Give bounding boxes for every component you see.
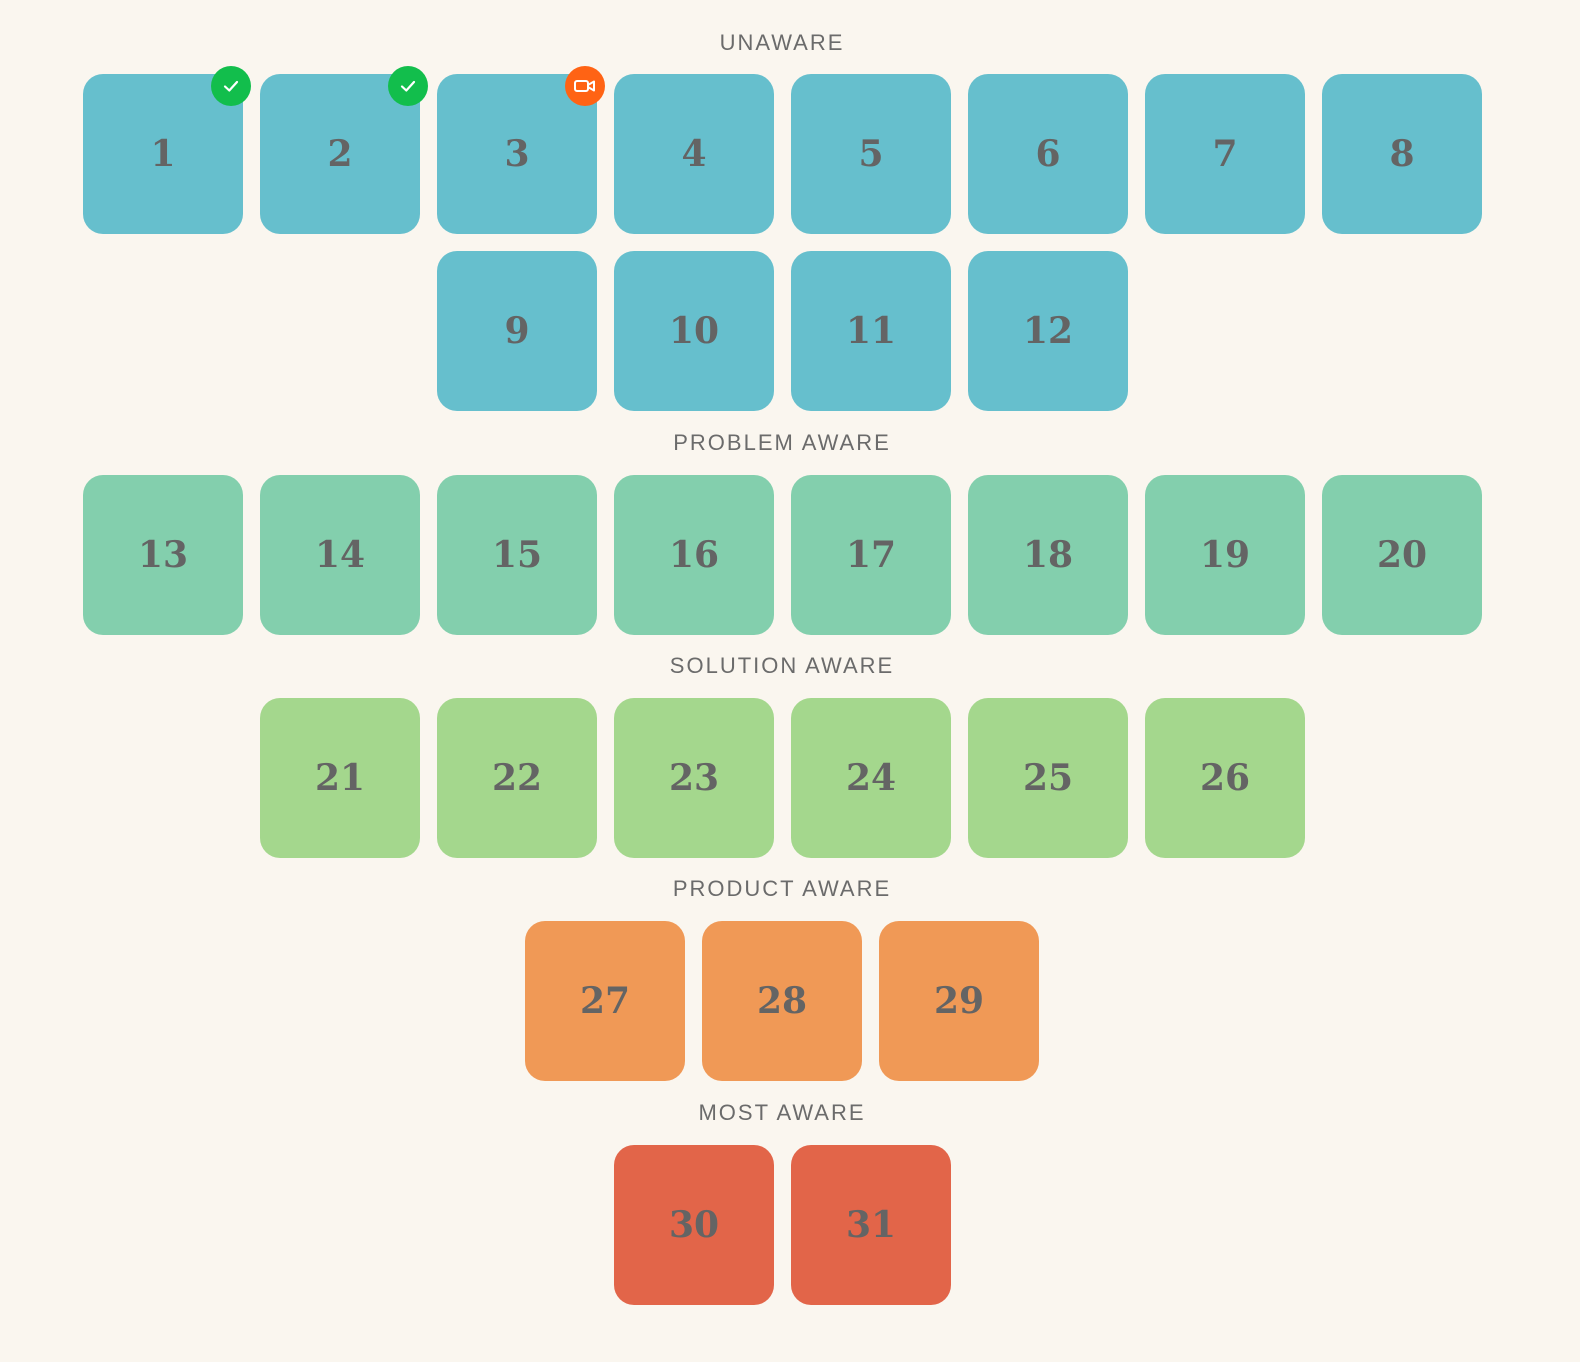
- lesson-number: 22: [491, 757, 543, 799]
- lesson-number: 13: [137, 534, 189, 576]
- lesson-tile-25[interactable]: 25: [968, 698, 1128, 858]
- lesson-tile-13[interactable]: 13: [83, 475, 243, 635]
- lesson-number: 6: [1035, 133, 1061, 175]
- lesson-number: 2: [327, 133, 353, 175]
- lesson-tile-7[interactable]: 7: [1145, 74, 1305, 234]
- lesson-number: 10: [668, 310, 720, 352]
- lesson-number: 20: [1376, 534, 1428, 576]
- lesson-tile-20[interactable]: 20: [1322, 475, 1482, 635]
- lesson-number: 28: [756, 980, 808, 1022]
- lesson-number: 30: [668, 1204, 720, 1246]
- check-icon: [211, 66, 251, 106]
- lesson-tile-21[interactable]: 21: [260, 698, 420, 858]
- lesson-number: 1: [150, 133, 176, 175]
- lesson-number: 18: [1022, 534, 1074, 576]
- lesson-number: 16: [668, 534, 720, 576]
- lesson-tile-14[interactable]: 14: [260, 475, 420, 635]
- lesson-number: 7: [1212, 133, 1238, 175]
- section-title-product-aware: PRODUCT AWARE: [672, 876, 892, 901]
- check-icon: [388, 66, 428, 106]
- lesson-number: 12: [1022, 310, 1074, 352]
- lesson-number: 25: [1022, 757, 1074, 799]
- lesson-tile-15[interactable]: 15: [437, 475, 597, 635]
- lesson-tile-12[interactable]: 12: [968, 251, 1128, 411]
- lesson-number: 9: [504, 310, 530, 352]
- lesson-number: 23: [668, 757, 720, 799]
- section-title-solution-aware: SOLUTION AWARE: [669, 653, 895, 678]
- lesson-tile-4[interactable]: 4: [614, 74, 774, 234]
- lesson-tile-23[interactable]: 23: [614, 698, 774, 858]
- lesson-number: 8: [1389, 133, 1415, 175]
- lesson-tile-2[interactable]: 2: [260, 74, 420, 234]
- lesson-tile-16[interactable]: 16: [614, 475, 774, 635]
- lesson-number: 27: [579, 980, 631, 1022]
- lesson-number: 3: [504, 133, 530, 175]
- lesson-tile-11[interactable]: 11: [791, 251, 951, 411]
- lesson-tile-30[interactable]: 30: [614, 1145, 774, 1305]
- lesson-tile-17[interactable]: 17: [791, 475, 951, 635]
- lesson-number: 17: [845, 534, 897, 576]
- lesson-tile-8[interactable]: 8: [1322, 74, 1482, 234]
- lesson-number: 14: [314, 534, 366, 576]
- section-title-most-aware: MOST AWARE: [698, 1100, 866, 1125]
- lesson-number: 24: [845, 757, 897, 799]
- lesson-tile-28[interactable]: 28: [702, 921, 862, 1081]
- lesson-number: 21: [314, 757, 366, 799]
- lesson-number: 19: [1199, 534, 1251, 576]
- lesson-tile-19[interactable]: 19: [1145, 475, 1305, 635]
- lesson-tile-3[interactable]: 3: [437, 74, 597, 234]
- lesson-tile-5[interactable]: 5: [791, 74, 951, 234]
- lesson-number: 4: [681, 133, 707, 175]
- lesson-tile-10[interactable]: 10: [614, 251, 774, 411]
- lesson-tile-29[interactable]: 29: [879, 921, 1039, 1081]
- lesson-number: 15: [491, 534, 543, 576]
- video-camera-icon: [565, 66, 605, 106]
- lesson-tile-31[interactable]: 31: [791, 1145, 951, 1305]
- section-title-unaware: UNAWARE: [719, 30, 845, 55]
- lesson-tile-18[interactable]: 18: [968, 475, 1128, 635]
- lesson-number: 31: [845, 1204, 897, 1246]
- lesson-tile-27[interactable]: 27: [525, 921, 685, 1081]
- lesson-tile-22[interactable]: 22: [437, 698, 597, 858]
- section-title-problem-aware: PROBLEM AWARE: [673, 430, 891, 455]
- lesson-tile-26[interactable]: 26: [1145, 698, 1305, 858]
- lesson-number: 26: [1199, 757, 1251, 799]
- lesson-tile-24[interactable]: 24: [791, 698, 951, 858]
- lesson-tile-6[interactable]: 6: [968, 74, 1128, 234]
- lesson-tile-1[interactable]: 1: [83, 74, 243, 234]
- lesson-tile-9[interactable]: 9: [437, 251, 597, 411]
- lesson-number: 11: [845, 310, 897, 352]
- lesson-number: 29: [933, 980, 985, 1022]
- lesson-number: 5: [858, 133, 884, 175]
